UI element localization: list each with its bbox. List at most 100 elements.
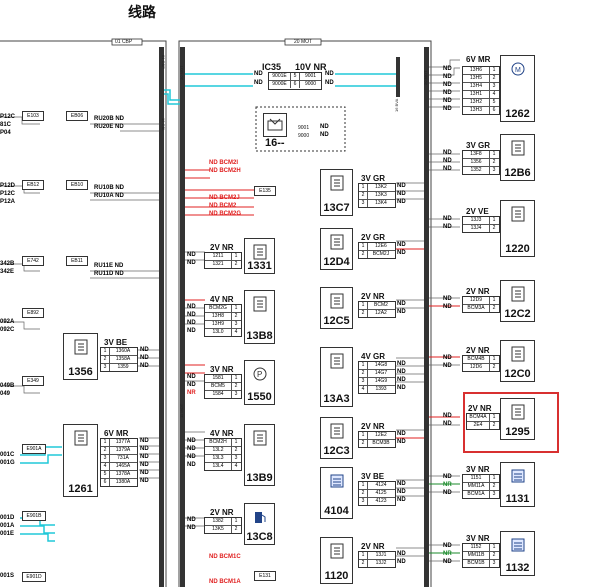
pin-wire: BCM3A: [463, 305, 490, 312]
pin-wire: BCM2: [374, 302, 388, 308]
pin-number: 2: [492, 225, 496, 231]
module-pin: 9000: [298, 133, 310, 139]
wire-nd: ND: [140, 454, 149, 460]
left-text-4: P12D: [0, 183, 16, 189]
connector-header: 2V NR: [210, 243, 234, 252]
wire-nd: ND: [443, 355, 452, 361]
wire-nd: ND: [443, 559, 452, 565]
wire-nd: ND: [187, 525, 196, 531]
side-label-d: 20 MOT: [423, 70, 428, 85]
frame-label-left: 01 CBP: [115, 39, 133, 45]
pin-wire: 2E4: [467, 422, 490, 429]
connector-header: 3V NR: [466, 465, 490, 474]
left-text-17: 001E: [0, 531, 15, 537]
pin-number: 3: [234, 391, 238, 397]
connector-tag: E131: [254, 571, 276, 581]
component-icon: [74, 430, 88, 451]
left-text-8: 342E: [0, 269, 15, 275]
wire-nd: ND: [443, 90, 452, 96]
pin-wire: 13J2: [375, 560, 387, 566]
component-icon: [330, 234, 344, 255]
wire-nd: ND: [397, 250, 406, 256]
pin-number: 1: [359, 482, 368, 489]
pin-number: 4: [234, 463, 238, 469]
wire-nd: ND: [443, 98, 452, 104]
pin-number: 2: [492, 159, 496, 165]
wire-nd: ND: [443, 216, 452, 222]
pin-number: 2: [359, 310, 368, 317]
side-label-a: 01 CBP: [161, 55, 166, 69]
mid-bus-left: [180, 47, 185, 587]
side-label-c: 11 MOT: [179, 403, 184, 418]
wire-nd: NR: [187, 390, 196, 396]
component-1220: 1220: [500, 200, 535, 257]
pin-wire: 1382: [205, 518, 232, 525]
side-label-mid: 20 MOT: [179, 65, 184, 80]
left-text-1: P12C: [0, 114, 16, 120]
component-12C2: 12C2: [500, 280, 535, 322]
wire-nd: ND: [443, 224, 452, 230]
wire-nd: ND: [443, 106, 452, 112]
module-icon: [263, 113, 287, 137]
left-text-13: 001C: [0, 452, 15, 458]
pin-wire: 13H1: [463, 91, 490, 98]
pin-number: 2: [359, 490, 368, 497]
component-icon: [330, 353, 344, 374]
pin-wire: 12D9: [463, 297, 490, 304]
wire-nd: ND: [187, 328, 196, 334]
wire-nd: ND: [443, 413, 452, 419]
pin-number: 3: [359, 200, 368, 207]
pin-wire: 1380A: [115, 479, 131, 485]
component-12C0: 12C0: [500, 340, 535, 382]
left-text-15: 001D: [0, 515, 15, 521]
pin-number: 2: [234, 313, 238, 319]
wire-label: RU10A ND: [94, 193, 124, 199]
component-13C8: 13C8: [244, 503, 275, 545]
left-text-11: 049B: [0, 383, 15, 389]
pin-number: 1: [492, 297, 496, 303]
mid-bus-right: [424, 47, 429, 587]
pin-wire: 12E6: [375, 243, 387, 249]
pin-wire: 13J1: [375, 552, 387, 558]
component-12B6: 12B6: [500, 134, 535, 181]
pin-wire: 1584: [205, 391, 232, 398]
wire-nd: NR: [443, 551, 452, 557]
svg-text:M: M: [515, 67, 521, 74]
pin-wire: 1321: [205, 261, 232, 268]
page-title: 线路: [128, 5, 156, 21]
frame-label-mid: 20 MOT: [294, 39, 313, 45]
pin-wire: BCM2H: [205, 439, 232, 446]
connector-header: 4V NR: [210, 295, 234, 304]
left-text-12: 049: [0, 391, 11, 397]
component-1295: 1295: [500, 398, 535, 440]
left-text-2: 81C: [0, 122, 12, 128]
pin-number: 1: [492, 414, 496, 420]
component-id: 12B6: [504, 167, 531, 179]
component-1131: 1131: [500, 462, 535, 507]
pin-wire: MM11B: [463, 552, 490, 559]
pin-number: 2: [492, 422, 496, 428]
pin-wire: BCM1A: [463, 491, 490, 498]
pin-number: 1: [359, 432, 368, 439]
pin-wire: BCM4B: [463, 356, 490, 363]
component-id: 1295: [505, 426, 530, 438]
component-13B8: 13B8: [244, 290, 275, 344]
side-label-b: 16 CBL: [161, 118, 166, 132]
wire-nd: ND: [320, 132, 329, 138]
component-icon: [74, 339, 88, 360]
pin-wire: 13L4: [205, 463, 232, 470]
component-12D4: 12D4: [320, 228, 353, 270]
pin-number: 2: [359, 560, 368, 567]
pin-number: 2: [234, 261, 238, 267]
pin-number: 3: [492, 560, 496, 566]
pin-number: 3: [101, 364, 110, 371]
component-4104: 4104: [320, 467, 353, 519]
pin-wire: 1152: [463, 544, 490, 551]
